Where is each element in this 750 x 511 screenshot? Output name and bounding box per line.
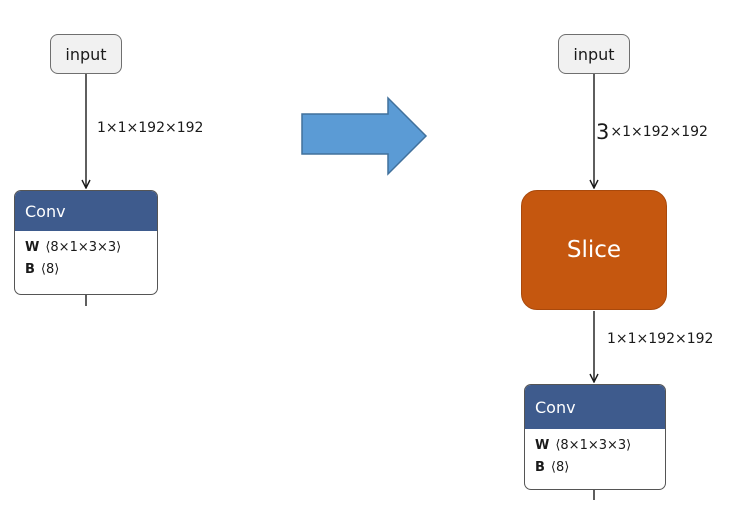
conv-node-attributes: W ⟨8×1×3×3⟩ B ⟨8⟩	[525, 429, 665, 478]
bias-key: B	[535, 459, 545, 475]
bias-shape: ⟨8⟩	[550, 459, 570, 475]
input-node-label: input	[65, 44, 107, 64]
conv-weight-row: W ⟨8×1×3×3⟩	[535, 434, 665, 456]
weight-key: W	[25, 239, 40, 255]
edge-shape-label-input: 3×1×192×192	[596, 120, 708, 144]
conv-node-title: Conv	[525, 385, 665, 429]
input-node-label: input	[573, 44, 615, 64]
conv-node-left[interactable]: Conv W ⟨8×1×3×3⟩ B ⟨8⟩	[14, 190, 158, 295]
bias-key: B	[25, 261, 35, 277]
slice-node[interactable]: Slice	[521, 190, 667, 310]
input-node-left[interactable]: input	[50, 34, 122, 74]
input-node-right[interactable]: input	[558, 34, 630, 74]
bias-shape: ⟨8⟩	[40, 261, 60, 277]
conv-node-attributes: W ⟨8×1×3×3⟩ B ⟨8⟩	[15, 231, 157, 280]
conv-node-title: Conv	[15, 191, 157, 231]
weight-key: W	[535, 437, 550, 453]
conv-bias-row: B ⟨8⟩	[25, 258, 157, 280]
weight-shape: ⟨8×1×3×3⟩	[45, 239, 122, 255]
edge-shape-label-slice: 1×1×192×192	[607, 331, 714, 347]
batch-dim-label: 3	[596, 120, 610, 144]
conv-bias-row: B ⟨8⟩	[535, 456, 665, 478]
edge-shape-rest: ×1×192×192	[610, 124, 708, 140]
conv-node-right[interactable]: Conv W ⟨8×1×3×3⟩ B ⟨8⟩	[524, 384, 666, 490]
conv-weight-row: W ⟨8×1×3×3⟩	[25, 236, 157, 258]
slice-node-label: Slice	[566, 237, 622, 263]
weight-shape: ⟨8×1×3×3⟩	[555, 437, 632, 453]
edge-shape-label-left: 1×1×192×192	[97, 120, 204, 136]
transform-arrow-icon	[301, 96, 428, 176]
